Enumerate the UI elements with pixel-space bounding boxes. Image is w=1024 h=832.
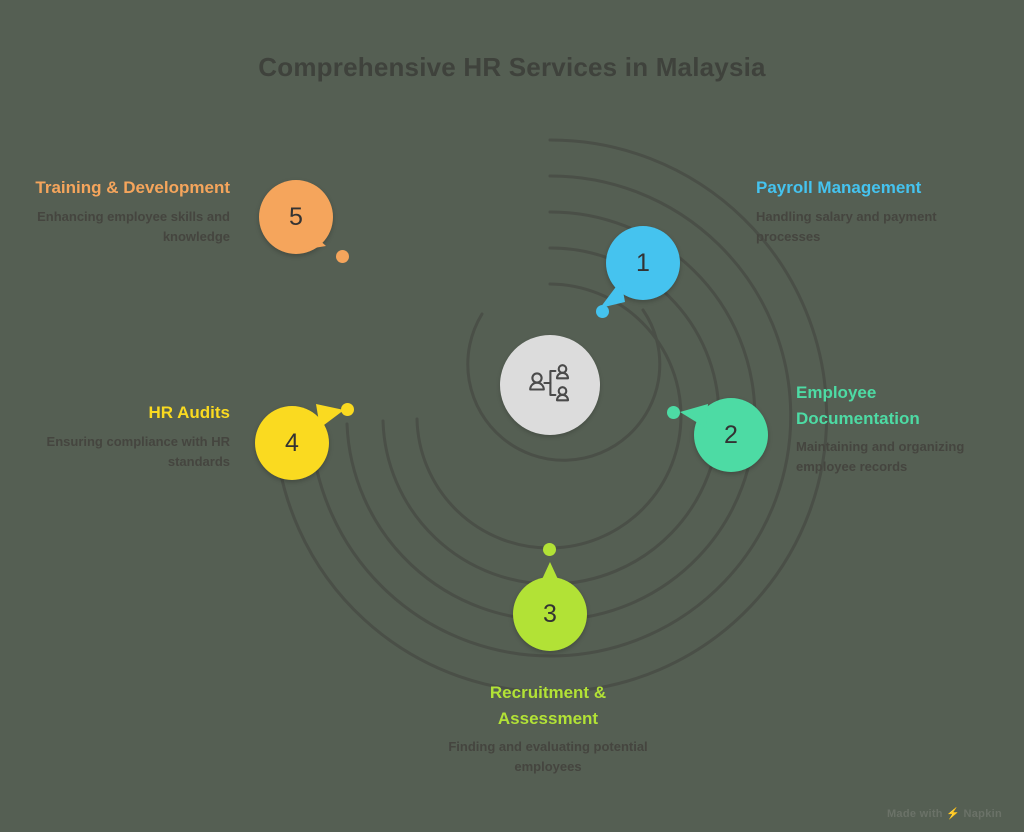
step-label-4: HR Audits Ensuring compliance with HR st… bbox=[30, 400, 230, 472]
step-number-2: 2 bbox=[724, 420, 738, 449]
org-chart-people-icon bbox=[524, 357, 576, 414]
page-title: Comprehensive HR Services in Malaysia bbox=[258, 52, 766, 82]
step-label-2: Employee Documentation Maintaining and o… bbox=[796, 380, 996, 477]
step-tail-4 bbox=[316, 404, 344, 428]
step-number-1: 1 bbox=[636, 248, 650, 277]
step-desc-5: Enhancing employee skills and knowledge bbox=[37, 208, 230, 244]
center-hub bbox=[500, 335, 600, 435]
step-heading-2: Employee Documentation bbox=[796, 383, 920, 428]
step-number-4: 4 bbox=[285, 428, 299, 457]
step-dot-3 bbox=[543, 543, 556, 556]
step-label-1: Payroll Management Handling salary and p… bbox=[756, 175, 956, 247]
step-heading-1: Payroll Management bbox=[756, 178, 922, 197]
step-dot-1 bbox=[596, 305, 609, 318]
step-desc-1: Handling salary and payment processes bbox=[756, 208, 937, 244]
napkin-watermark: Made with ⚡ Napkin bbox=[886, 808, 1002, 820]
step-number-5: 5 bbox=[289, 202, 303, 231]
step-dot-4 bbox=[341, 403, 354, 416]
step-tail-3 bbox=[538, 562, 562, 588]
step-number-3: 3 bbox=[543, 599, 557, 628]
step-dot-5 bbox=[336, 250, 349, 263]
step-bubble-3[interactable]: 3 bbox=[513, 577, 587, 651]
step-heading-5: Training & Development bbox=[35, 178, 230, 197]
step-desc-4: Ensuring compliance with HR standards bbox=[46, 433, 230, 469]
step-label-5: Training & Development Enhancing employe… bbox=[30, 175, 230, 247]
step-tail-1 bbox=[600, 280, 625, 308]
step-desc-2: Maintaining and organizing employee reco… bbox=[796, 439, 965, 475]
step-heading-3: Recruitment & Assessment bbox=[489, 683, 607, 728]
step-label-3: Recruitment & Assessment Finding and eva… bbox=[448, 680, 648, 777]
step-bubble-4[interactable]: 4 bbox=[255, 406, 329, 480]
step-dot-2 bbox=[667, 406, 680, 419]
step-tail-2 bbox=[680, 404, 708, 428]
step-heading-4: HR Audits bbox=[148, 403, 230, 422]
step-tail-5 bbox=[302, 226, 326, 250]
step-desc-3: Finding and evaluating potential employe… bbox=[448, 739, 648, 775]
